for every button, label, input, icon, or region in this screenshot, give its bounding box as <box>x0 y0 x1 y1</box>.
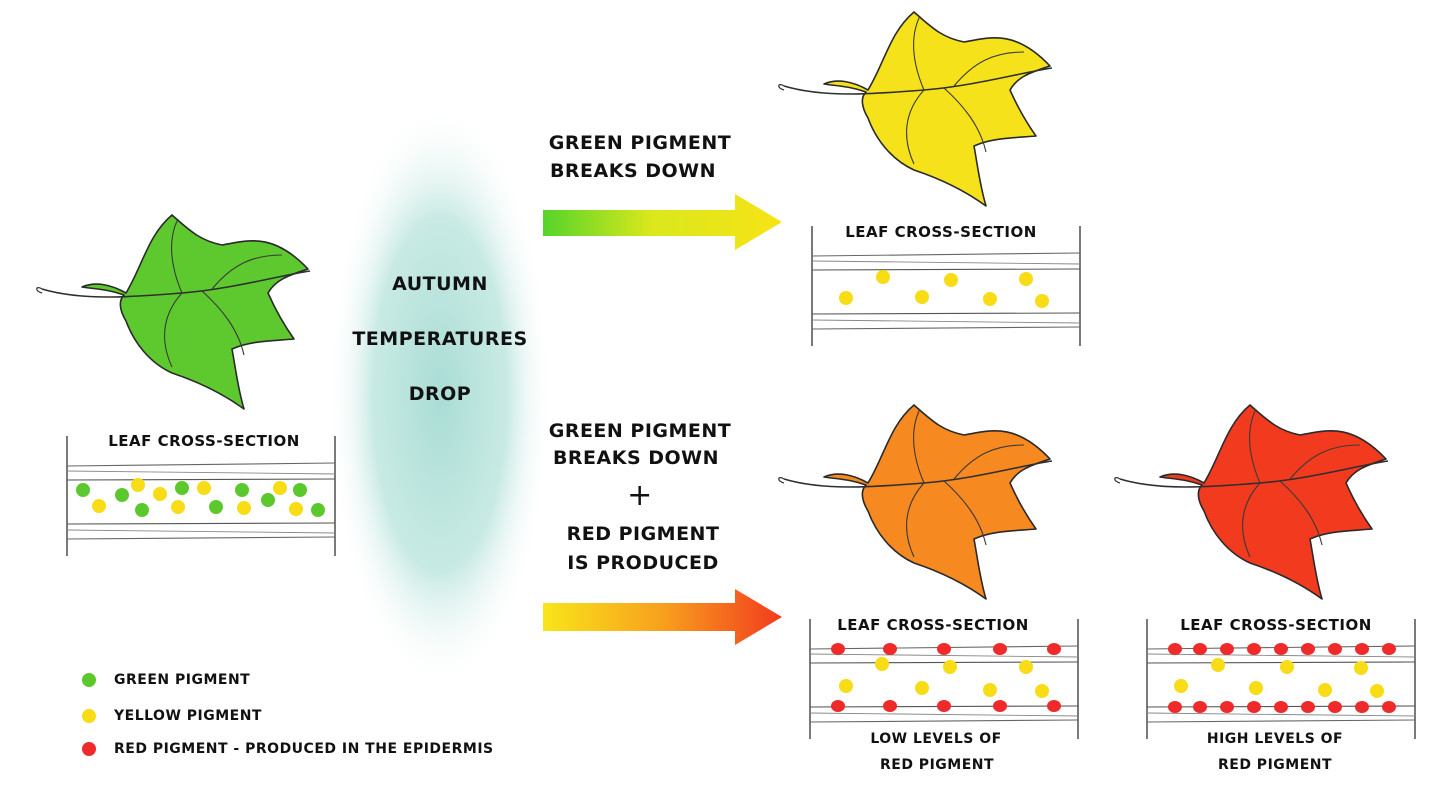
high-levels-caption-line2: RED PIGMENT <box>1217 757 1333 773</box>
legend-item-green: GREEN PIGMENT <box>82 667 250 693</box>
red-pigment-dot-icon <box>82 742 96 756</box>
orange-cross-section-label: LEAF CROSS-SECTION <box>837 616 1029 634</box>
yellow-cross-section-label: LEAF CROSS-SECTION <box>845 223 1037 241</box>
legend-item-red: RED PIGMENT - PRODUCED IN THE EPIDERMIS <box>82 736 494 762</box>
bottom-path-line1: GREEN PIGMENT <box>548 420 732 442</box>
bottom-path-line2: BREAKS DOWN <box>552 447 720 469</box>
low-levels-caption-line2: RED PIGMENT <box>879 757 995 773</box>
temperature-drop-ellipse <box>328 100 552 690</box>
green-cross-section-label: LEAF CROSS-SECTION <box>108 432 300 450</box>
yellow-leaf <box>777 11 1053 207</box>
red-cross-section <box>1146 618 1416 740</box>
red-leaf <box>1113 404 1389 600</box>
bottom-path-line3: RED PIGMENT <box>566 523 720 545</box>
legend-label-yellow: YELLOW PIGMENT <box>114 708 262 724</box>
yellow-section-pigments <box>839 270 1049 308</box>
yellow-cross-section <box>811 225 1081 347</box>
green-cross-section <box>66 435 336 557</box>
center-label-line1: AUTUMN <box>392 273 488 295</box>
center-label-line2: TEMPERATURES <box>352 328 528 350</box>
low-levels-caption-line1: LOW LEVELS OF <box>870 731 1002 747</box>
orange-leaf <box>777 404 1053 600</box>
arrow-to-yellow <box>543 194 782 250</box>
legend-label-red: RED PIGMENT - PRODUCED IN THE EPIDERMIS <box>114 741 494 757</box>
green-leaf <box>35 214 311 410</box>
green-pigment-dot-icon <box>82 673 96 687</box>
legend-item-yellow: YELLOW PIGMENT <box>82 703 262 729</box>
red-cross-section-label: LEAF CROSS-SECTION <box>1180 616 1372 634</box>
red-section-pigments <box>1168 643 1396 713</box>
top-path-line1: GREEN PIGMENT <box>548 132 732 154</box>
yellow-pigment-dot-icon <box>82 709 96 723</box>
bottom-path-line4: IS PRODUCED <box>567 552 719 574</box>
high-levels-caption-line1: HIGH LEVELS OF <box>1206 731 1344 747</box>
orange-section-pigments <box>831 643 1061 712</box>
top-path-line2: BREAKS DOWN <box>549 160 717 182</box>
plus-sign: + <box>627 478 653 513</box>
arrow-to-red <box>543 589 782 645</box>
green-section-pigments <box>76 478 325 517</box>
legend-label-green: GREEN PIGMENT <box>114 672 251 688</box>
center-label-line3: DROP <box>408 383 472 405</box>
orange-cross-section <box>809 618 1079 740</box>
